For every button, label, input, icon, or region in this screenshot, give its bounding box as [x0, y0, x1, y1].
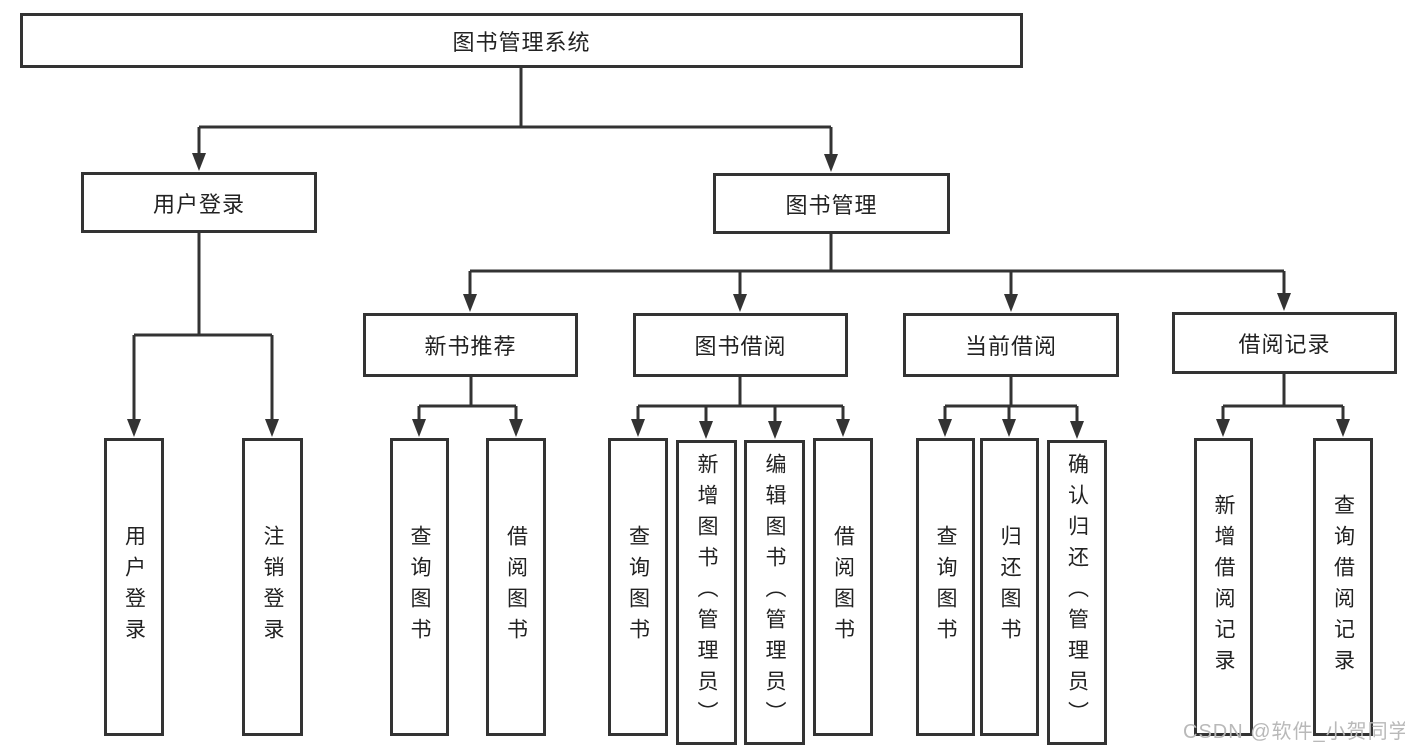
leaf-borrow-books-borrowing: 借阅图书 — [813, 438, 873, 736]
node-current-borrowing: 当前借阅 — [903, 313, 1119, 377]
leaf-query-books-borrowing: 查询图书 — [608, 438, 668, 736]
leaf-add-books-admin: 新增图书（管理员） — [676, 440, 737, 745]
leaf-borrow-books-recommend: 借阅图书 — [486, 438, 546, 736]
leaf-logout: 注销登录 — [242, 438, 303, 736]
node-book-management: 图书管理 — [713, 173, 950, 234]
node-book-borrowing: 图书借阅 — [633, 313, 848, 377]
leaf-user-login: 用户登录 — [104, 438, 164, 736]
leaf-confirm-return-admin: 确认归还（管理员） — [1047, 440, 1107, 745]
leaf-query-books-recommend: 查询图书 — [390, 438, 449, 736]
node-new-book-recommendation: 新书推荐 — [363, 313, 578, 377]
connector-strokes — [132, 68, 1345, 427]
leaf-return-books: 归还图书 — [980, 438, 1039, 736]
leaf-query-borrow-record: 查询借阅记录 — [1313, 438, 1373, 736]
node-borrowing-records: 借阅记录 — [1172, 312, 1397, 374]
leaf-query-books-current: 查询图书 — [916, 438, 975, 736]
node-library-system: 图书管理系统 — [20, 13, 1023, 68]
csdn-watermark: CSDN @软件_小贺同学 — [1183, 721, 1405, 743]
leaf-edit-books-admin: 编辑图书（管理员） — [744, 440, 805, 745]
node-user-login: 用户登录 — [81, 172, 317, 233]
arrowheads — [127, 153, 1350, 439]
leaf-add-borrow-record: 新增借阅记录 — [1194, 438, 1253, 736]
